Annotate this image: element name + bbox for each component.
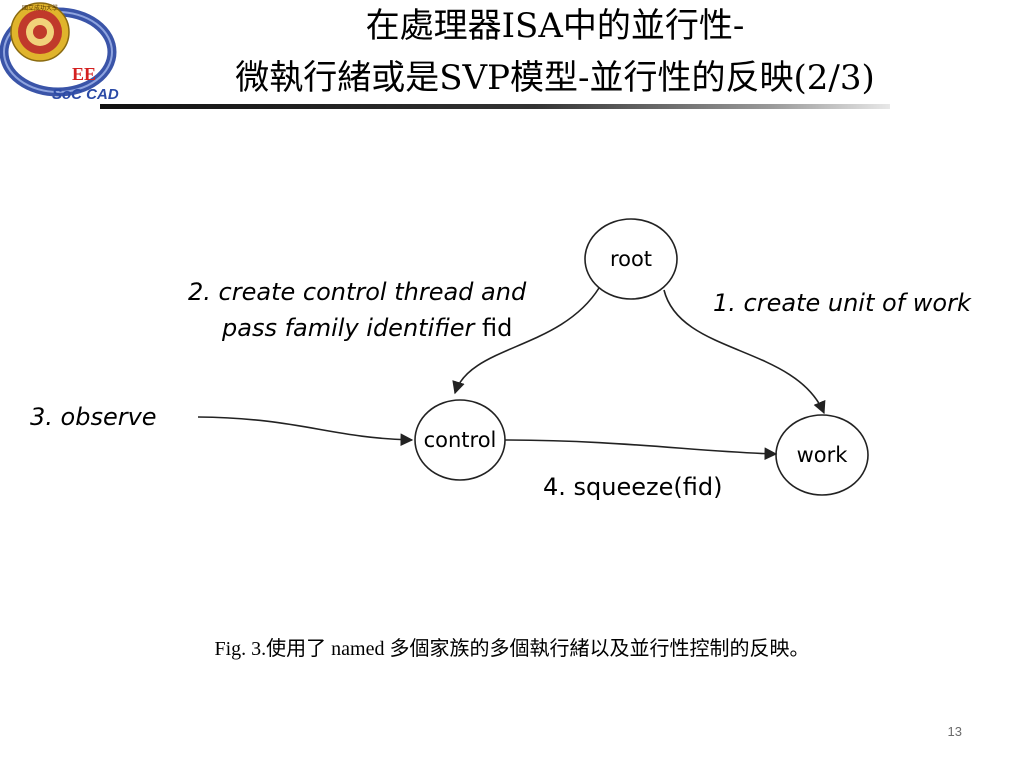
logo-emblem-text: 國立成功大學 xyxy=(22,4,58,12)
edge-control-to-work xyxy=(504,439,778,461)
edge-root-to-control xyxy=(452,287,600,395)
edge-observe-to-control xyxy=(197,416,414,447)
edge-label-squeeze: 4. squeeze(fid) xyxy=(543,473,723,501)
edge-label-observe: 3. observe xyxy=(30,403,157,431)
edge-label-create-control-line2: pass family identifier fid xyxy=(222,313,512,343)
node-control-label: control xyxy=(423,428,497,452)
node-root-label: root xyxy=(609,247,653,271)
title-underline xyxy=(100,104,890,109)
page-number: 13 xyxy=(947,724,962,739)
figure-caption: Fig. 3.使用了 named 多個家族的多個執行緒以及並行性控制的反映。 xyxy=(214,638,810,660)
edge-label-create-unit-of-work: 1. create unit of work xyxy=(713,289,971,317)
logo-ee-text: EE xyxy=(72,64,96,84)
slide-title-line-2: 微執行緒或是SVP模型-並行性的反映(2/3) xyxy=(235,58,875,98)
edge-label-create-control-line1: 2. create control thread and xyxy=(188,278,527,306)
slide-title-line-1: 在處理器ISA中的並行性- xyxy=(365,6,745,46)
logo-lab-text: SoC CAD xyxy=(52,86,119,103)
lab-logo: 國立成功大學 EE SoC CAD xyxy=(0,2,119,103)
edge-label-fid: fid xyxy=(482,314,513,342)
edge-root-to-work xyxy=(663,289,826,415)
node-root xyxy=(584,218,678,300)
edge-label-pass-family: pass family identifier xyxy=(222,314,475,342)
node-work-label: work xyxy=(796,443,848,467)
